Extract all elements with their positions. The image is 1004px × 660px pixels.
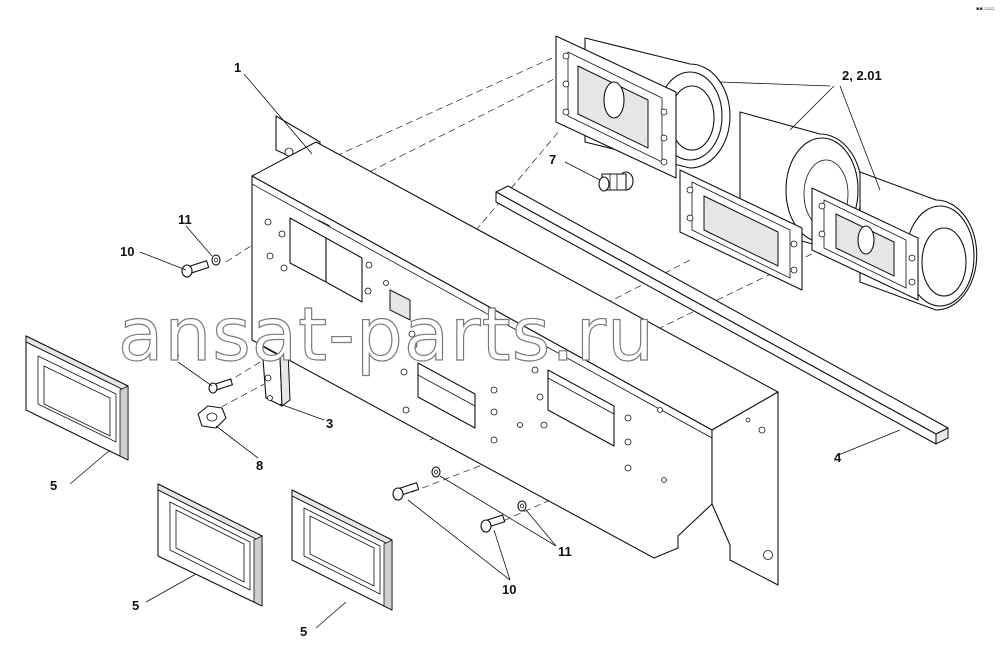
washer-11-lower-b <box>517 500 527 512</box>
washer-11-lower-a <box>431 466 441 478</box>
callout-5-left: 5 <box>50 478 57 493</box>
callout-5-right: 5 <box>300 624 307 639</box>
fan-unit-1 <box>555 35 731 179</box>
callout-4: 4 <box>834 450 842 465</box>
washer-11-top <box>211 254 221 266</box>
callout-2-2.01: 2, 2.01 <box>842 68 882 83</box>
watermark: ansat-parts.ru <box>118 292 655 378</box>
callout-10-top: 10 <box>120 244 134 259</box>
fitting <box>598 171 634 192</box>
callout-5-middle: 5 <box>132 598 139 613</box>
callout-10-bottom: 10 <box>502 582 516 597</box>
callouts: 1 2, 2.01 7 11 10 9 3 8 5 5 5 4 11 10 <box>50 60 882 639</box>
callout-8: 8 <box>256 458 263 473</box>
main-panel <box>251 115 779 586</box>
long-strip <box>495 185 949 445</box>
bolt-10-lower-b <box>480 514 506 533</box>
nut <box>197 405 227 429</box>
callout-3: 3 <box>326 416 333 431</box>
gasket-frame-1 <box>25 335 129 461</box>
panel-holes <box>264 218 667 483</box>
callout-1: 1 <box>234 60 241 75</box>
leader-lines <box>69 73 901 629</box>
bolt-10-lower-a <box>392 482 420 501</box>
callout-11-bottom: 11 <box>558 544 572 559</box>
fan-unit-3 <box>811 171 978 311</box>
callout-11-top: 11 <box>178 212 192 227</box>
callout-7: 7 <box>549 152 556 167</box>
bolt-10-top <box>181 260 210 278</box>
screw-9 <box>208 378 233 394</box>
panel-end-flange <box>711 391 779 586</box>
corner-mark: ▪▪ ▫▫▫ <box>976 6 995 12</box>
fan-unit-2 <box>679 111 863 291</box>
callout-9: 9 <box>172 348 179 363</box>
gasket-frame-2 <box>157 483 263 607</box>
bracket <box>261 345 291 407</box>
gasket-frame-3 <box>291 489 393 611</box>
